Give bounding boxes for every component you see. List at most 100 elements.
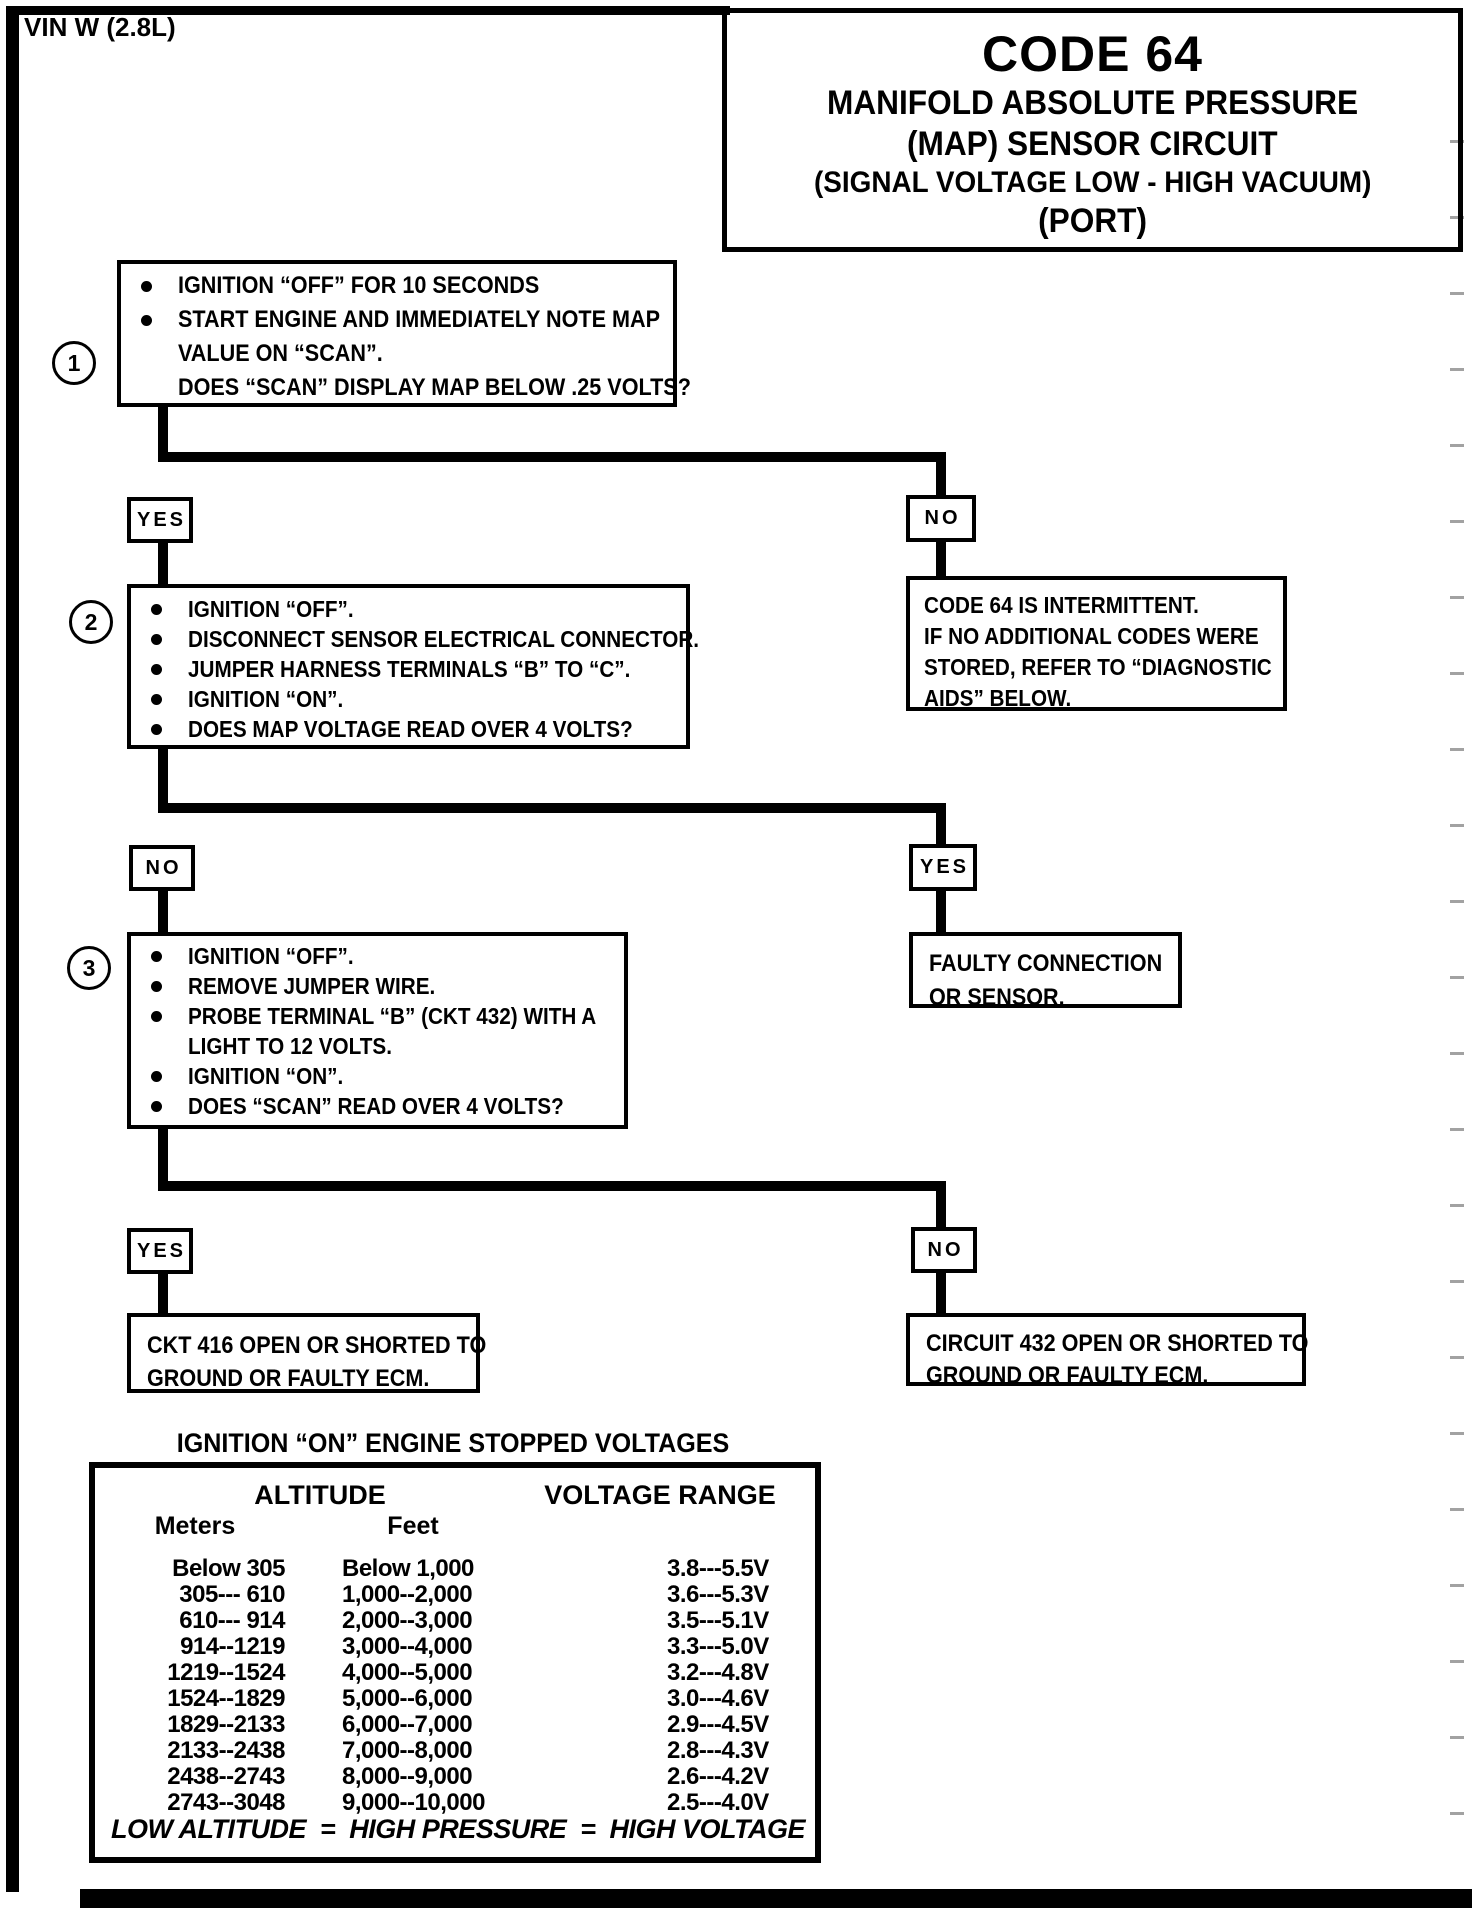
title-line-1: MANIFOLD ABSOLUTE PRESSURE	[727, 83, 1458, 124]
cell-meters: Below 305	[172, 1555, 285, 1582]
connector-line	[158, 1127, 168, 1187]
cell-feet: 2,000--3,000	[342, 1607, 473, 1634]
result-text: CODE 64 IS INTERMITTENT.	[924, 592, 1199, 618]
table-row: 2133--2438 7,000--8,000 2.8---4.3V	[95, 1738, 815, 1764]
cell-meters: 914--1219	[180, 1633, 285, 1660]
connector-line	[936, 803, 946, 846]
bullet-icon	[141, 314, 152, 326]
cell-meters: 1219--1524	[167, 1659, 285, 1686]
cell-feet: Below 1,000	[342, 1555, 474, 1582]
flow-line: REMOVE JUMPER WIRE.	[131, 971, 624, 1001]
title-line-4: (PORT)	[727, 201, 1458, 242]
scan-edge-dots	[1450, 140, 1464, 1852]
connector-line	[936, 540, 946, 578]
cell-volts: 3.0---4.6V	[667, 1685, 769, 1712]
connector-line	[158, 747, 168, 807]
result-text: STORED, REFER TO “DIAGNOSTIC	[924, 654, 1272, 680]
flow-line-text: PROBE TERMINAL “B” (CKT 432) WITH A	[188, 1002, 597, 1029]
branch-yes-label: YES	[127, 497, 193, 543]
flow-line-text: REMOVE JUMPER WIRE.	[188, 972, 436, 999]
step-1-number-text: 1	[67, 349, 81, 376]
cell-meters: 2438--2743	[167, 1763, 285, 1790]
connector-line	[158, 889, 168, 934]
bullet-icon	[151, 633, 162, 645]
page-border-bottom	[80, 1889, 1472, 1908]
branch-no-text: NO	[924, 507, 961, 529]
title-code: CODE 64	[982, 26, 1203, 82]
result-faulty-box: FAULTY CONNECTION OR SENSOR.	[909, 932, 1182, 1011]
flow-line: IGNITION “OFF”.	[131, 594, 686, 624]
result-text: CKT 416 OPEN OR SHORTED TO	[147, 1332, 487, 1359]
column-header-altitude: ALTITUDE	[254, 1480, 386, 1510]
table-row: 610--- 914 2,000--3,000 3.5---5.1V	[95, 1608, 815, 1634]
step-1-box: IGNITION “OFF” FOR 10 SECONDS START ENGI…	[117, 260, 691, 407]
flow-line-text: START ENGINE AND IMMEDIATELY NOTE MAP	[178, 306, 661, 333]
cell-volts: 2.5---4.0V	[667, 1789, 769, 1816]
flow-line-text: DISCONNECT SENSOR ELECTRICAL CONNECTOR.	[188, 625, 700, 652]
title-line-2: (MAP) SENSOR CIRCUIT	[727, 124, 1458, 165]
bullet-icon	[151, 1070, 162, 1082]
flow-line: DOES MAP VOLTAGE READ OVER 4 VOLTS?	[131, 714, 686, 744]
cell-volts: 2.6---4.2V	[667, 1763, 769, 1790]
connector-line	[158, 1181, 946, 1191]
result-text: CIRCUIT 432 OPEN OR SHORTED TO	[926, 1330, 1309, 1357]
result-circuit432-box: CIRCUIT 432 OPEN OR SHORTED TO GROUND OR…	[906, 1313, 1309, 1389]
step-2-number-text: 2	[84, 608, 98, 635]
cell-volts: 2.8---4.3V	[667, 1737, 769, 1764]
flow-line: START ENGINE AND IMMEDIATELY NOTE MAP	[121, 303, 673, 337]
flow-line: DOES “SCAN” DISPLAY MAP BELOW .25 VOLTS?	[121, 371, 691, 405]
flow-line-text: JUMPER HARNESS TERMINALS “B” TO “C”.	[188, 655, 631, 682]
flow-line: IGNITION “OFF” FOR 10 SECONDS	[121, 269, 673, 303]
cell-feet: 5,000--6,000	[342, 1685, 473, 1712]
cell-meters: 305--- 610	[179, 1581, 285, 1608]
bullet-icon	[151, 1010, 162, 1022]
table-row: 2438--2743 8,000--9,000 2.6---4.2V	[95, 1764, 815, 1790]
cell-volts: 3.5---5.1V	[667, 1607, 769, 1634]
flow-line-text: DOES “SCAN” READ OVER 4 VOLTS?	[188, 1092, 564, 1119]
flow-line: IGNITION “OFF”.	[131, 941, 624, 971]
connector-line	[158, 803, 946, 813]
result-text: GROUND OR FAULTY ECM.	[147, 1365, 430, 1392]
cell-volts: 3.8---5.5V	[667, 1555, 769, 1582]
result-text: FAULTY CONNECTION	[929, 950, 1163, 977]
cell-volts: 3.3---5.0V	[667, 1633, 769, 1660]
cell-meters: 2133--2438	[167, 1737, 285, 1764]
flow-line-text: IGNITION “OFF”.	[188, 595, 354, 622]
cell-feet: 8,000--9,000	[342, 1763, 473, 1790]
cell-feet: 6,000--7,000	[342, 1711, 473, 1738]
result-text: GROUND OR FAULTY ECM.	[926, 1362, 1209, 1389]
title-line-2-text: (MAP) SENSOR CIRCUIT	[907, 125, 1278, 163]
connector-line	[936, 452, 946, 498]
cell-meters: 610--- 914	[179, 1607, 285, 1634]
cell-feet: 1,000--2,000	[342, 1581, 473, 1608]
flow-line: DISCONNECT SENSOR ELECTRICAL CONNECTOR.	[131, 624, 699, 654]
table-row: Below 305 Below 1,000 3.8---5.5V	[95, 1556, 815, 1582]
result-intermittent-box: CODE 64 IS INTERMITTENT. IF NO ADDITIONA…	[906, 576, 1287, 711]
vin-label: VIN W (2.8L)	[24, 12, 176, 42]
subcolumn-meters: Meters	[154, 1512, 236, 1540]
branch-yes-label: YES	[909, 844, 977, 891]
cell-volts: 3.2---4.8V	[667, 1659, 769, 1686]
title-line-1-text: MANIFOLD ABSOLUTE PRESSURE	[826, 84, 1359, 122]
bullet-icon	[141, 280, 152, 292]
cell-feet: 9,000--10,000	[342, 1789, 485, 1816]
flow-line: JUMPER HARNESS TERMINALS “B” TO “C”.	[131, 654, 686, 684]
result-text: IF NO ADDITIONAL CODES WERE	[924, 623, 1259, 649]
branch-no-text: NO	[927, 1238, 964, 1261]
altitude-pressure-note: LOW ALTITUDE = HIGH PRESSURE = HIGH VOLT…	[111, 1814, 806, 1844]
bullet-icon	[151, 663, 162, 675]
branch-no-text: NO	[145, 856, 182, 879]
branch-no-label: NO	[911, 1227, 977, 1273]
bullet-icon	[151, 723, 162, 735]
column-header-voltage-range: VOLTAGE RANGE	[544, 1480, 776, 1510]
flow-line-text: VALUE ON “SCAN”.	[178, 340, 383, 367]
flow-line-text: IGNITION “ON”.	[188, 1062, 344, 1089]
cell-meters: 1829--2133	[167, 1711, 285, 1738]
cell-feet: 7,000--8,000	[342, 1737, 473, 1764]
result-text: AIDS” BELOW.	[924, 685, 1072, 711]
voltage-table: ALTITUDE VOLTAGE RANGE Meters Feet Below…	[89, 1462, 821, 1863]
